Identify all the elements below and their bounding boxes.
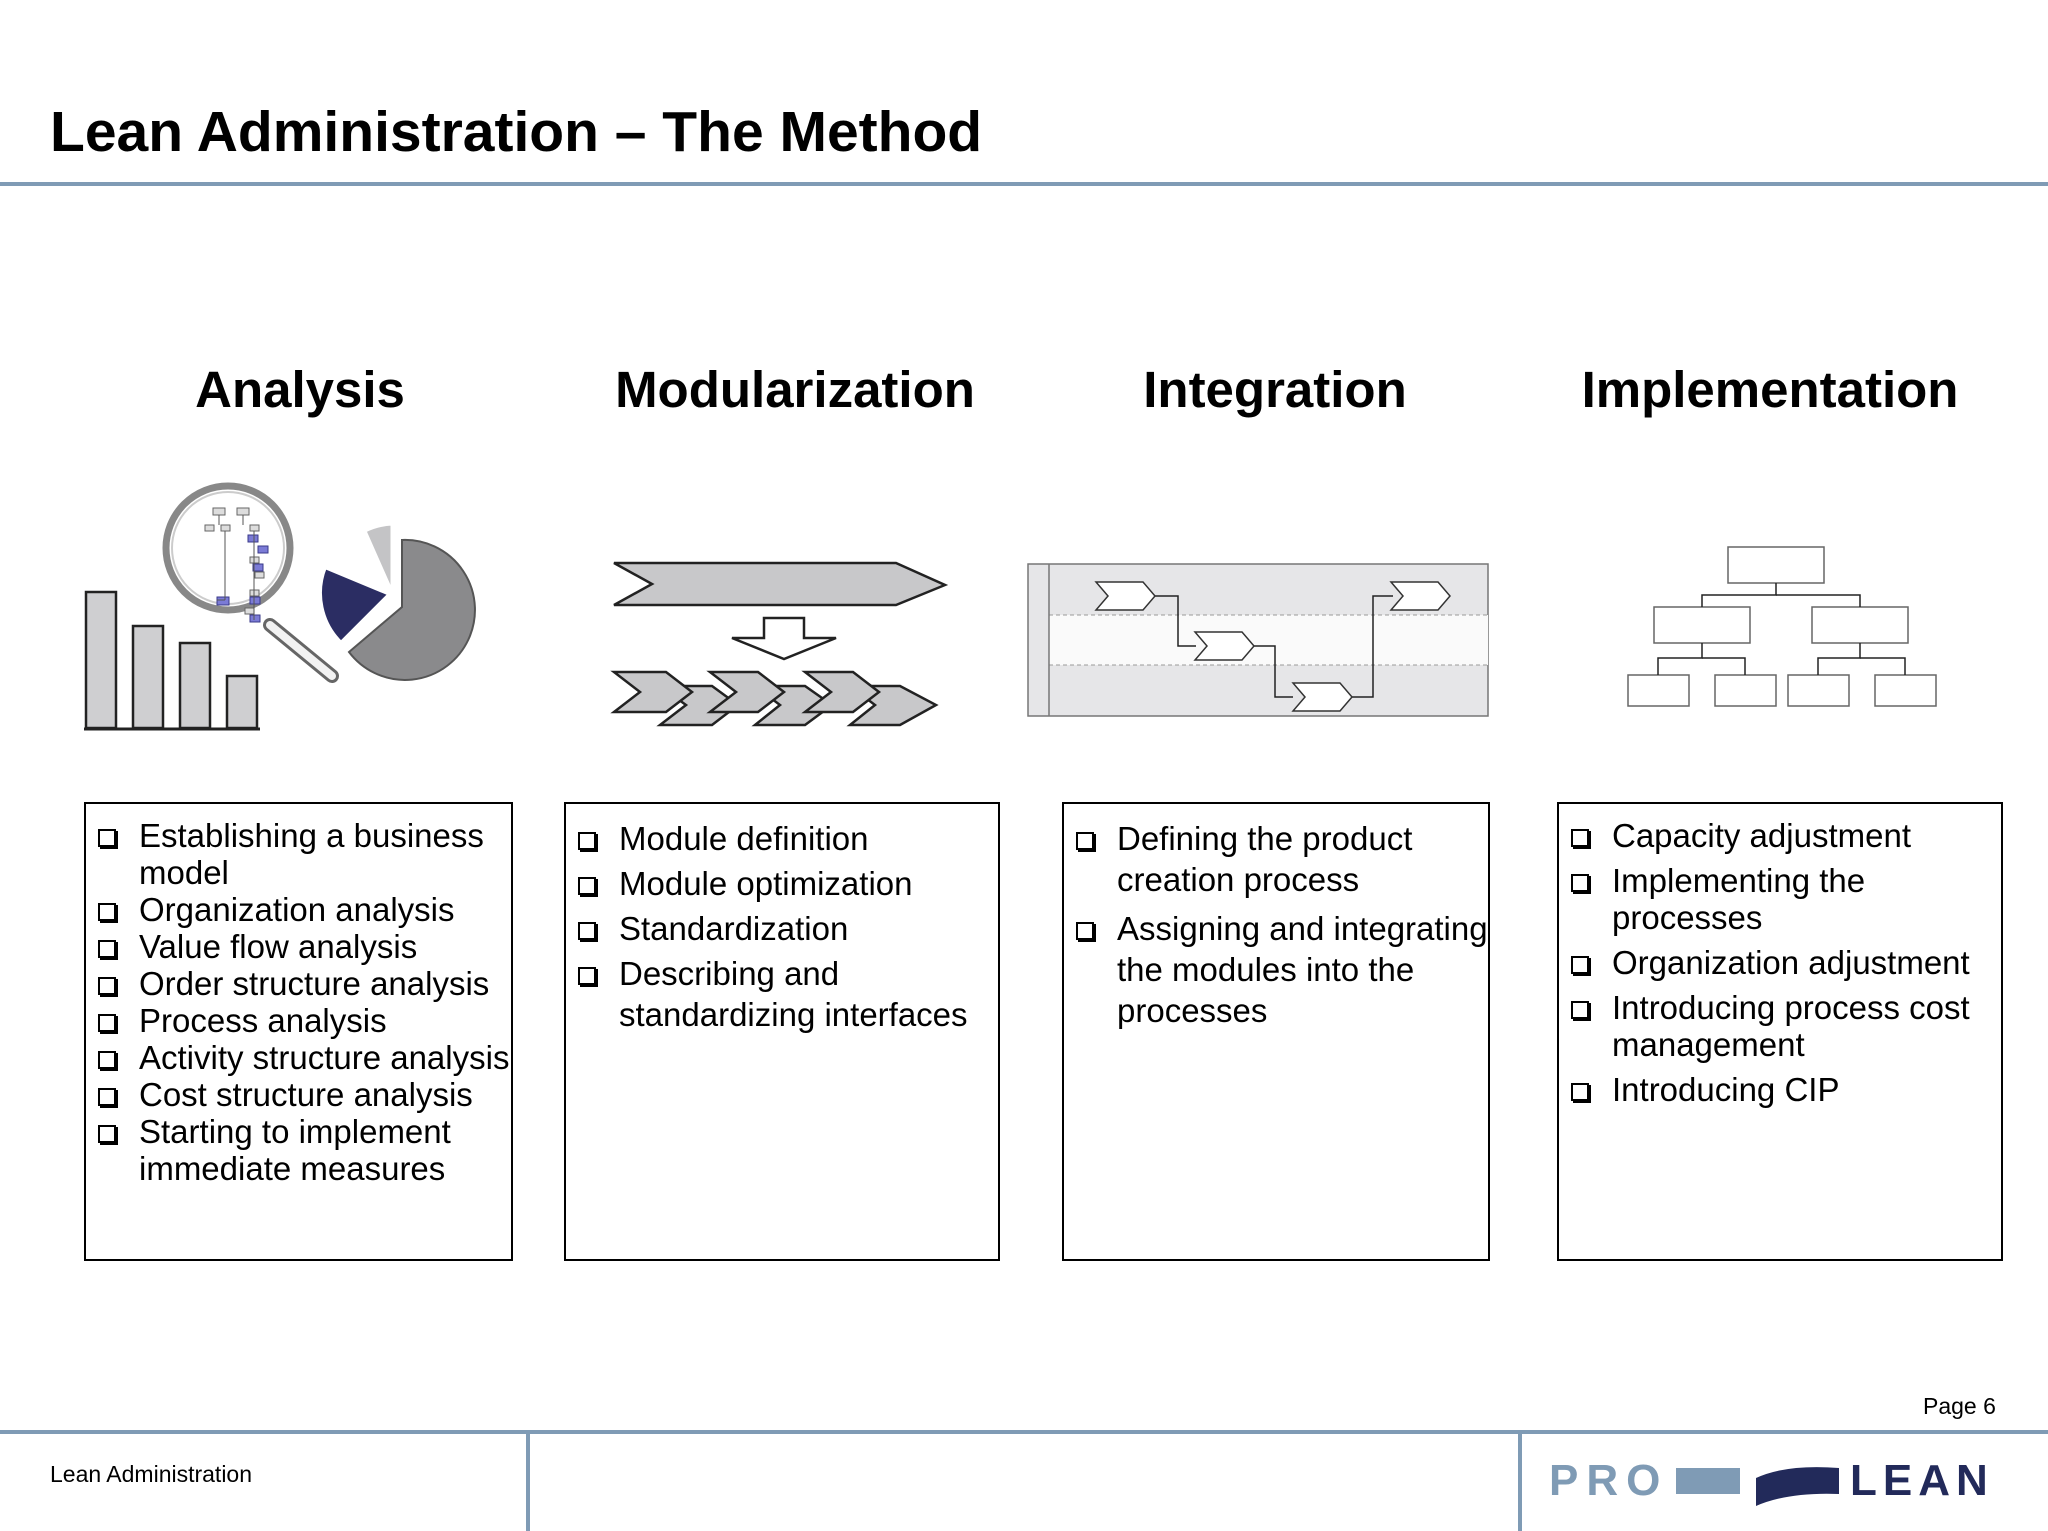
footer-separator [526,1432,530,1531]
footer-separator [1518,1432,1522,1531]
heading-integration: Integration [1143,361,1407,418]
module-chevrons-icon [610,670,939,727]
list-item: Organization adjustment [1559,944,2001,981]
list-item: Establishing a business model [86,817,511,891]
list-item: Cost structure analysis [86,1076,511,1113]
list-item: Module definition [566,818,998,859]
list-item: Value flow analysis [86,928,511,965]
org-chart-icon [1627,546,1937,707]
modularization-illustration [610,561,949,727]
list-item: Introducing process cost management [1559,989,2001,1063]
list-item: Module optimization [566,863,998,904]
list-item: Standardization [566,908,998,949]
implementation-illustration [1627,546,1937,707]
heading-modularization: Modularization [615,361,975,418]
list-item: Describing and standardizing interfaces [566,953,998,1035]
analysis-box: Establishing a business model Organizati… [84,802,513,1261]
modularization-list: Module definition Module optimization St… [566,818,998,1035]
magnifier-icon [162,482,339,683]
slide-title: Lean Administration – The Method [50,100,983,164]
list-item: Introducing CIP [1559,1071,2001,1108]
down-arrow-icon [731,616,837,661]
list-item: Implementing the processes [1559,862,2001,936]
swimlane-flow-icon [1094,581,1451,712]
list-item: Process analysis [86,1002,511,1039]
analysis-list: Establishing a business model Organizati… [86,817,511,1187]
modularization-box: Module definition Module optimization St… [564,802,1000,1261]
list-item: Activity structure analysis [86,1039,511,1076]
list-item: Assigning and integrating the modules in… [1064,908,1488,1031]
process-arrow-icon [613,561,949,607]
title-divider [0,182,2048,186]
logo-pro-text: PRO [1549,1456,1669,1505]
integration-list: Defining the product creation process As… [1064,818,1488,1031]
pie-chart-icon [317,522,476,681]
page-number: Page 6 [1923,1393,1996,1419]
list-item: Starting to implement immediate measures [86,1113,511,1187]
integration-box: Defining the product creation process As… [1062,802,1490,1261]
heading-analysis: Analysis [195,361,405,418]
implementation-box: Capacity adjustment Implementing the pro… [1557,802,2003,1261]
bar-chart-icon [84,590,260,731]
analysis-illustration [84,482,476,731]
list-item: Capacity adjustment [1559,817,2001,854]
heading-implementation: Implementation [1581,361,1959,418]
logo-lean-text: LEAN [1850,1456,1994,1505]
list-item: Defining the product creation process [1064,818,1488,900]
footer-divider [0,1430,2048,1434]
integration-illustration [1027,563,1489,717]
logo-mark-icon [1676,1467,1839,1506]
footer-label: Lean Administration [50,1461,253,1487]
list-item: Order structure analysis [86,965,511,1002]
implementation-list: Capacity adjustment Implementing the pro… [1559,817,2001,1108]
list-item: Organization analysis [86,891,511,928]
